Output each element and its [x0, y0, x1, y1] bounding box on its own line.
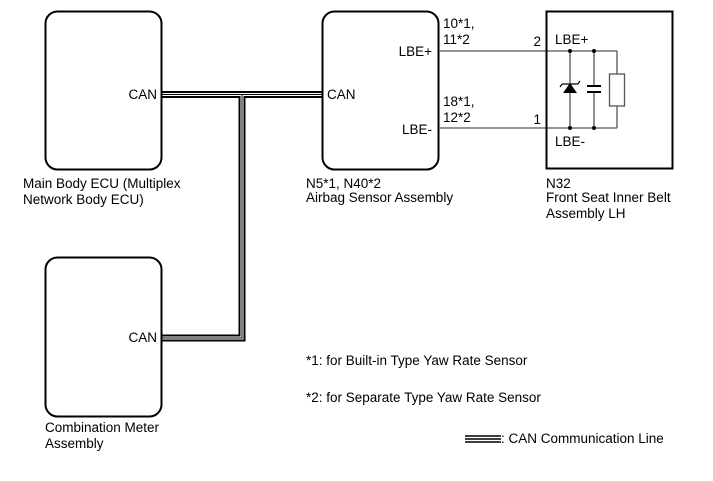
lbe-minus-pin-numbers-line2: 12*2 — [443, 110, 471, 125]
airbag-sensor-can-port: CAN — [327, 87, 356, 102]
front-seat-belt-caption-line1: N32 — [546, 176, 571, 191]
lbe-plus-pin-numbers-line1: 10*1, — [443, 16, 475, 31]
front-seat-belt-pin-2: 2 — [533, 34, 541, 49]
combination-meter-caption-line1: Combination Meter — [45, 420, 160, 435]
main-body-ecu-box — [44, 10, 163, 171]
combination-meter-caption-line2: Assembly — [45, 436, 104, 451]
airbag-sensor-assembly: CAN LBE+ LBE- N5*1, N40*2 Airbag Sensor … — [306, 10, 453, 205]
airbag-sensor-caption-line2: Airbag Sensor Assembly — [306, 190, 453, 205]
junction-dot — [568, 126, 572, 130]
front-seat-belt-pin-1: 1 — [533, 112, 541, 127]
can-bus — [162, 91, 322, 342]
front-seat-belt-caption-line2: Front Seat Inner Belt — [546, 190, 671, 205]
note-1: *1: for Built-in Type Yaw Rate Sensor — [306, 353, 528, 368]
can-line-legend-label: : CAN Communication Line — [501, 431, 664, 446]
junction-dot — [568, 49, 572, 53]
can-line-legend-icon — [465, 435, 501, 443]
resistor-icon — [608, 73, 626, 107]
front-seat-belt-caption-line3: Assembly LH — [546, 206, 626, 221]
main-body-ecu-caption-line2: Network Body ECU) — [23, 192, 144, 207]
front-seat-belt-lbe-plus-label: LBE+ — [555, 32, 589, 47]
airbag-sensor-lbe-plus-port: LBE+ — [399, 44, 433, 59]
main-body-ecu-caption-line1: Main Body ECU (Multiplex — [23, 176, 181, 191]
junction-dot — [592, 49, 596, 53]
airbag-sensor-lbe-minus-port: LBE- — [402, 122, 432, 137]
airbag-sensor-caption-line1: N5*1, N40*2 — [306, 176, 381, 191]
lbe-minus-pin-numbers-line1: 18*1, — [443, 94, 475, 109]
combination-meter-box — [44, 256, 163, 418]
capacitor-icon — [587, 85, 601, 93]
main-body-ecu: CAN Main Body ECU (Multiplex Network Bod… — [23, 10, 181, 207]
combination-meter: CAN Combination Meter Assembly — [44, 256, 163, 451]
junction-dot — [592, 126, 596, 130]
lbe-plus-pin-numbers-line2: 11*2 — [443, 32, 470, 47]
legend: : CAN Communication Line — [465, 431, 664, 446]
main-body-ecu-can-port: CAN — [128, 87, 157, 102]
zener-diode-icon — [559, 80, 581, 93]
combination-meter-can-port: CAN — [128, 330, 157, 345]
front-seat-belt-box — [545, 10, 674, 170]
front-seat-belt-lbe-minus-label: LBE- — [555, 134, 585, 149]
airbag-sensor-box — [321, 10, 440, 171]
note-2: *2: for Separate Type Yaw Rate Sensor — [306, 390, 541, 405]
front-seat-inner-belt-assembly: 2 1 LBE+ LBE- N32 Front Seat Inner Belt … — [533, 10, 674, 221]
